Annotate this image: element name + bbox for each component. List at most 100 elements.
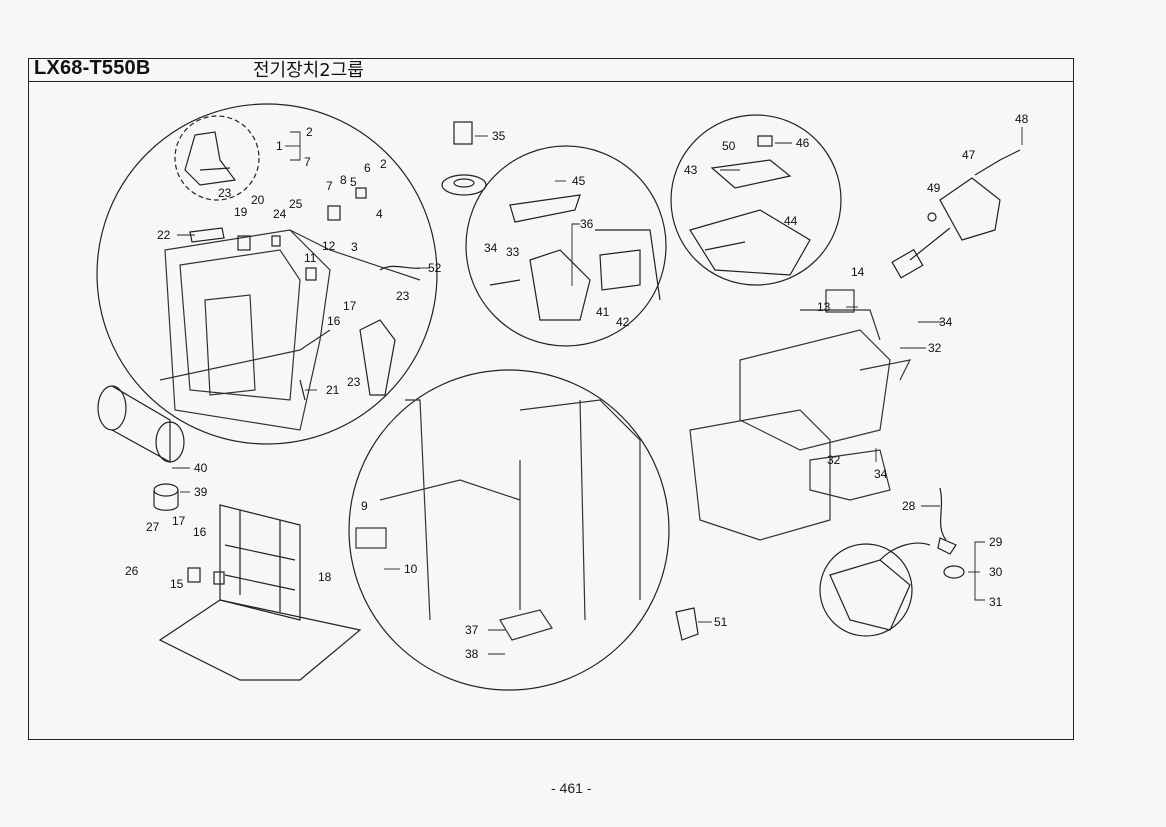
detail-circle-sensor xyxy=(819,543,913,637)
part-13-relay xyxy=(825,289,855,313)
callout-14: 14 xyxy=(851,265,865,279)
callout-13: 13 xyxy=(817,300,831,314)
part-22-sensor xyxy=(189,227,225,243)
callout-7: 7 xyxy=(304,155,311,169)
callout-15: 15 xyxy=(170,577,184,591)
part-24-switch xyxy=(271,235,281,247)
callout-35: 35 xyxy=(492,129,506,143)
callout-50: 50 xyxy=(722,139,736,153)
callout-52: 52 xyxy=(428,261,442,275)
callout-30: 30 xyxy=(989,565,1003,579)
part-19-switch xyxy=(237,235,251,251)
callout-39: 39 xyxy=(194,485,208,499)
callout-43: 43 xyxy=(684,163,698,177)
callout-40: 40 xyxy=(194,461,208,475)
callout-31: 31 xyxy=(989,595,1003,609)
cluster-drawing xyxy=(689,135,811,276)
sensor-detail xyxy=(829,559,911,631)
callout-26: 26 xyxy=(125,564,139,578)
callout-33: 33 xyxy=(506,245,520,259)
callout-1: 1 xyxy=(276,139,283,153)
transmission-drawing xyxy=(689,289,912,541)
callout-48: 48 xyxy=(1015,112,1029,126)
leader-lines xyxy=(172,127,1023,655)
callout-19: 19 xyxy=(234,205,248,219)
page-number: - 461 - xyxy=(551,780,592,796)
callout-34-lower: 34 xyxy=(874,467,888,481)
part-6-plate xyxy=(355,187,367,199)
callout-8: 8 xyxy=(340,173,347,187)
part-9-relay xyxy=(355,527,387,549)
callout-29: 29 xyxy=(989,535,1003,549)
drawing-frame xyxy=(28,58,1074,740)
part-51-bracket xyxy=(675,607,699,641)
part-30-washer xyxy=(943,565,965,579)
callout-16-floor: 16 xyxy=(193,525,207,539)
callout-labels: 1 2 7 23 19 20 24 25 22 7 8 5 6 2 4 3 12… xyxy=(125,112,1029,661)
callout-10: 10 xyxy=(404,562,418,576)
part-28-cable xyxy=(939,487,947,541)
callout-2b: 2 xyxy=(380,157,387,171)
callout-37: 37 xyxy=(465,623,479,637)
callout-49: 49 xyxy=(927,181,941,195)
callout-20: 20 xyxy=(251,193,265,207)
model-title: LX68-T550B xyxy=(34,57,151,79)
callout-4: 4 xyxy=(376,207,383,221)
callout-34-upper: 34 xyxy=(939,315,953,329)
floor-bracket-drawing xyxy=(158,504,362,681)
callout-44: 44 xyxy=(784,214,798,228)
detail-circle-cab xyxy=(348,369,670,691)
callout-32-lower: 32 xyxy=(827,453,841,467)
callout-5: 5 xyxy=(350,175,357,189)
callout-24: 24 xyxy=(273,207,287,221)
callout-18: 18 xyxy=(318,570,332,584)
callout-17-floor: 17 xyxy=(172,514,186,528)
detail-circle-frame xyxy=(96,103,438,445)
part-7-relay xyxy=(327,205,341,221)
part-52-harness xyxy=(379,265,421,271)
part-23-switch-assembly xyxy=(359,319,396,396)
detail-circle-pedal xyxy=(174,115,260,201)
callout-41: 41 xyxy=(596,305,610,319)
callout-16-frame: 16 xyxy=(327,314,341,328)
cab-frame-drawing xyxy=(355,399,641,641)
callout-23-low: 23 xyxy=(347,375,361,389)
callout-46: 46 xyxy=(796,136,810,150)
callout-36: 36 xyxy=(580,217,594,231)
callout-28: 28 xyxy=(902,499,916,513)
part-29-sensor xyxy=(937,537,957,555)
part-21-sensor xyxy=(299,379,306,401)
callout-21: 21 xyxy=(326,383,340,397)
detail-circle-cluster xyxy=(670,114,842,286)
callout-38: 38 xyxy=(465,647,479,661)
callout-47: 47 xyxy=(962,148,976,162)
callout-3: 3 xyxy=(351,240,358,254)
part-35-socket xyxy=(441,121,487,196)
callout-9: 9 xyxy=(361,499,368,513)
callout-25: 25 xyxy=(289,197,303,211)
part-37-module xyxy=(499,609,553,641)
callout-45: 45 xyxy=(572,174,586,188)
header-rule xyxy=(28,81,1074,82)
callout-17-frame: 17 xyxy=(343,299,357,313)
group-title: 전기장치2그룹 xyxy=(253,60,364,81)
callout-23-mid: 23 xyxy=(396,289,410,303)
air-cleaner-drawing xyxy=(97,385,185,511)
callout-22: 22 xyxy=(157,228,171,242)
pedal-drawing xyxy=(184,131,237,186)
callout-42: 42 xyxy=(616,315,630,329)
callout-23-top: 23 xyxy=(218,186,232,200)
callout-2: 2 xyxy=(306,125,313,139)
callout-6: 6 xyxy=(364,161,371,175)
callout-32-upper: 32 xyxy=(928,341,942,355)
callout-12: 12 xyxy=(322,239,336,253)
callout-27: 27 xyxy=(146,520,160,534)
detail-circle-bracket xyxy=(465,145,667,347)
callout-34-bracket: 34 xyxy=(484,241,498,255)
part-11-switch xyxy=(305,267,317,281)
steering-column-drawing xyxy=(891,149,1021,279)
main-frame-drawing xyxy=(159,229,421,431)
callout-51: 51 xyxy=(714,615,728,629)
